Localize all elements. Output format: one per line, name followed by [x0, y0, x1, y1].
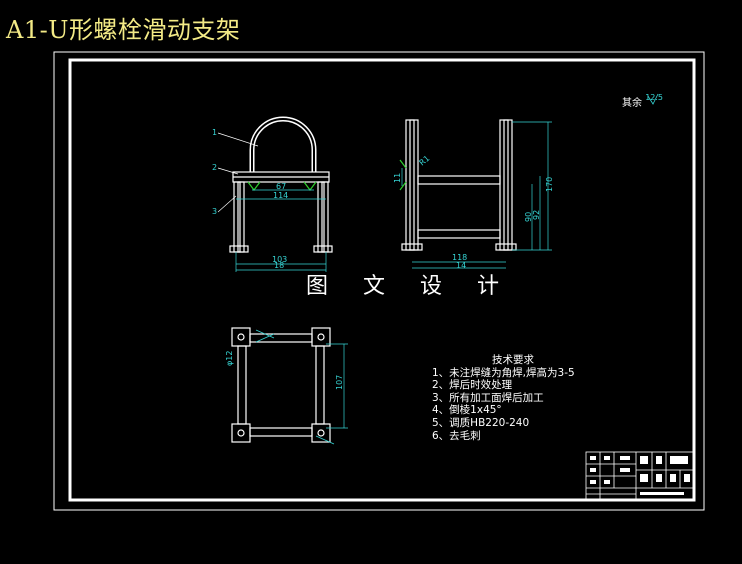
front-view: [217, 116, 333, 253]
roughness-note: 其余 12.5: [622, 93, 663, 109]
title-block-hatch: [590, 456, 690, 495]
roughness-symbol: [647, 93, 659, 105]
dim-side-base-b: 14: [456, 261, 466, 270]
dim-side-h-top: 170: [545, 177, 554, 192]
side-view: [399, 119, 517, 251]
roughness-value: 12.5: [645, 93, 663, 102]
dim-side-r: R1: [418, 154, 432, 168]
side-dimensions: [401, 121, 552, 269]
dim-front-base-b: 18: [274, 261, 284, 270]
top-view: [231, 327, 331, 443]
requirements-title: 技术要求: [492, 354, 534, 366]
sheet-outer-border: [53, 51, 705, 511]
dim-front-base-a: 103: [272, 255, 287, 264]
requirement-item: 4、倒棱1x45°: [432, 404, 502, 417]
requirement-item: 1、未注焊缝为角焊,焊高为3-5: [432, 366, 575, 379]
balloon-3: 3: [212, 207, 217, 216]
roughness-label: 其余: [622, 98, 642, 109]
sheet-inner-border: [68, 58, 696, 502]
dim-side-h-mid: 90: [524, 212, 533, 222]
balloon-2: 2: [212, 163, 217, 172]
requirement-item: 5、调质HB220-240: [432, 416, 530, 429]
front-dimensions: [235, 189, 327, 272]
requirement-item: 3、所有加工面焊后加工: [432, 391, 544, 404]
dim-top-dia: φ12: [225, 351, 234, 366]
requirement-item: 6、去毛刺: [432, 429, 481, 442]
dim-front-outer: 114: [273, 191, 288, 200]
dim-front-inner: 67: [276, 182, 286, 191]
technical-requirements: 技术要求 1、未注焊缝为角焊,焊高为3-5 2、焊后时效处理 3、所有加工面焊后…: [432, 354, 575, 442]
dim-side-base-a: 118: [452, 253, 467, 262]
requirement-item: 2、焊后时效处理: [432, 379, 513, 392]
dim-top-len: 107: [335, 375, 344, 390]
top-dimensions: [255, 329, 348, 445]
title-block: [585, 451, 695, 501]
balloon-1: 1: [212, 128, 217, 137]
page-title: A1-U形螺栓滑动支架: [6, 16, 241, 44]
watermark: 图 文 设 计: [306, 274, 513, 299]
dim-side-h-low: 92: [532, 210, 541, 220]
dim-side-small: 11: [393, 173, 402, 183]
